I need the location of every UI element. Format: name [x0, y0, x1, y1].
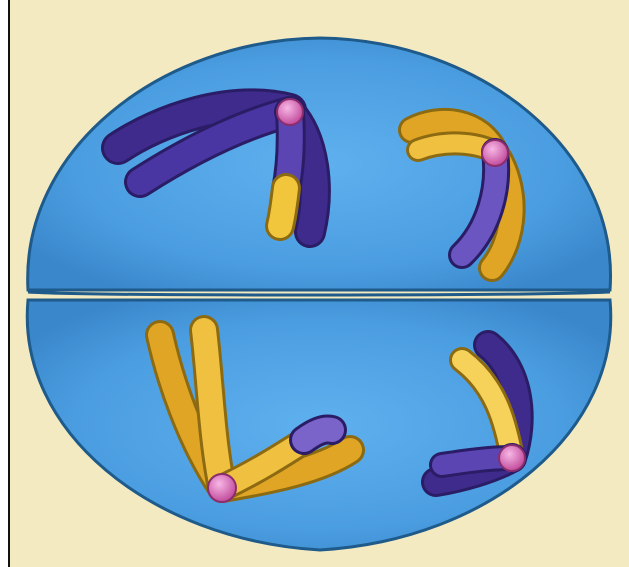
left-border-rule — [8, 0, 10, 567]
